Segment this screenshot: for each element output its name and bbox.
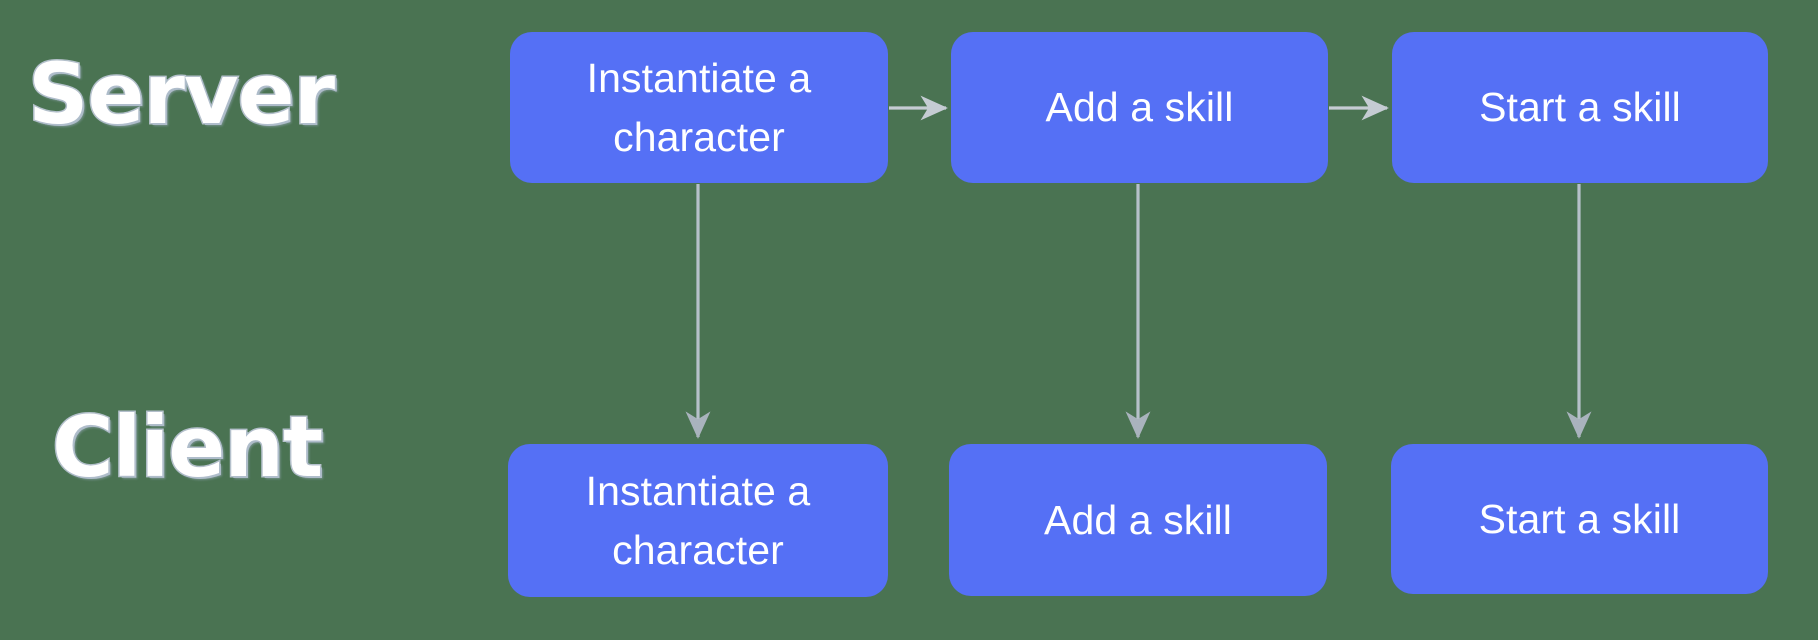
node-label: Instantiate a character (586, 55, 812, 160)
node-label: Start a skill (1478, 495, 1681, 542)
node-server-start-a-skill[interactable]: Start a skill (1392, 32, 1768, 183)
node-server-add-a-skill[interactable]: Add a skill (951, 32, 1328, 183)
node-label: Add a skill (1044, 496, 1232, 543)
node-label: Add a skill (1045, 84, 1234, 131)
node-server-instantiate-character[interactable]: Instantiate a character (510, 32, 888, 183)
node-label: Start a skill (1479, 84, 1681, 131)
node-client-instantiate-character[interactable]: Instantiate a character (508, 444, 888, 597)
node-client-start-a-skill[interactable]: Start a skill (1391, 444, 1768, 594)
lane-label-client: Client (50, 398, 324, 496)
node-label: Instantiate a character (585, 468, 811, 573)
lane-label-server: Server (26, 45, 336, 143)
node-client-add-a-skill[interactable]: Add a skill (949, 444, 1327, 596)
